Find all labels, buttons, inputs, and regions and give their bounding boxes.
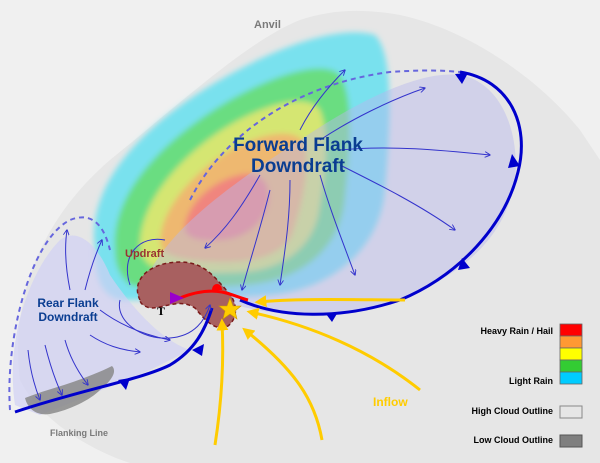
anvil-label: Anvil [254, 19, 281, 31]
forward-flank-region [140, 74, 516, 316]
rear-flank-label-line2: Downdraft [38, 310, 97, 324]
forward-flank-label-line1: Forward Flank [233, 135, 363, 156]
rear-flank-region [12, 235, 190, 415]
updraft-curl-arrows [118, 238, 210, 339]
legend-rain-swatch-3 [559, 359, 583, 373]
forward-flank-label-line2: Downdraft [251, 156, 346, 177]
inflow-label: Inflow [373, 395, 408, 409]
rear-flank-boundary [8, 216, 111, 411]
updraft-label: Updraft [125, 248, 164, 260]
rear-flank-gust-front [14, 307, 214, 414]
tornado-marker: T [157, 304, 165, 318]
legend: Heavy Rain / Hail Light Rain High Cloud … [472, 323, 583, 448]
legend-low-cloud-swatch [559, 434, 583, 448]
occlusion-marker [170, 292, 184, 304]
legend-rain-swatch-2 [559, 347, 583, 361]
precipitation-field [93, 32, 390, 300]
cold-front-forward [239, 70, 523, 316]
legend-rain-swatch-4 [559, 371, 583, 385]
rear-flank-label-line1: Rear Flank [37, 296, 99, 310]
inflow-arrows [213, 295, 421, 446]
legend-heavy-rain-label: Heavy Rain / Hail [480, 326, 553, 336]
legend-low-cloud-label: Low Cloud Outline [474, 435, 554, 445]
warm-front [179, 289, 249, 302]
legend-rain-swatch-0 [559, 323, 583, 337]
legend-rain-swatch-1 [559, 335, 583, 349]
cold-front-barbs [326, 73, 520, 322]
gust-front-barbs [118, 344, 204, 390]
forward-flank-arrows [205, 70, 490, 290]
legend-high-cloud-label: High Cloud Outline [472, 406, 554, 416]
forward-flank-boundary [189, 69, 461, 201]
legend-high-cloud-swatch [559, 405, 583, 419]
flanking-line-label: Flanking Line [50, 428, 108, 438]
warm-front-bump [212, 284, 222, 290]
mesocyclone-star [218, 297, 242, 320]
legend-rain-swatches [559, 323, 583, 385]
legend-light-rain-label: Light Rain [509, 376, 553, 386]
